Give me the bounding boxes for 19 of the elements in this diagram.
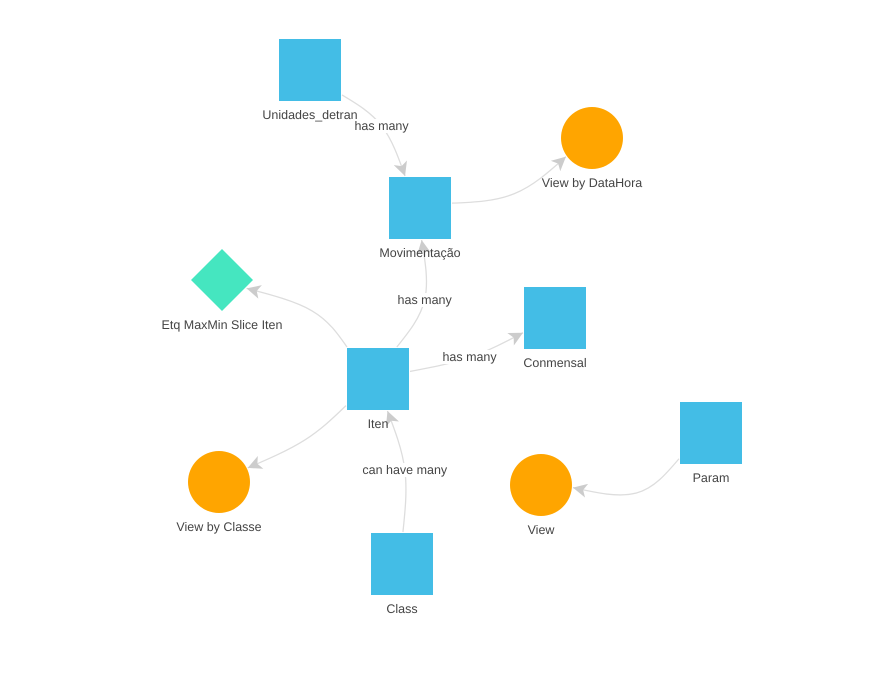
node-label: Movimentação [379,246,461,260]
arrow [247,405,346,469]
edge-label: has many [396,292,454,307]
node-label: View by DataHora [542,176,642,190]
arrow [452,156,566,204]
edge-label: has many [440,350,499,364]
node-label: View [528,523,554,537]
arrow [246,285,348,348]
node-label: Class [386,602,418,616]
node-label: Iten [368,417,388,431]
edge-label: can have many [360,462,450,477]
node-label: Etq MaxMin Slice Iten [162,318,282,332]
node-label: View by Classe [176,520,262,534]
arrow [572,458,680,498]
edge-label: has many [352,118,411,133]
node-label: Conmensal [523,356,587,370]
node-label: Param [692,471,730,485]
arrow [396,240,431,348]
arrow [386,410,407,532]
